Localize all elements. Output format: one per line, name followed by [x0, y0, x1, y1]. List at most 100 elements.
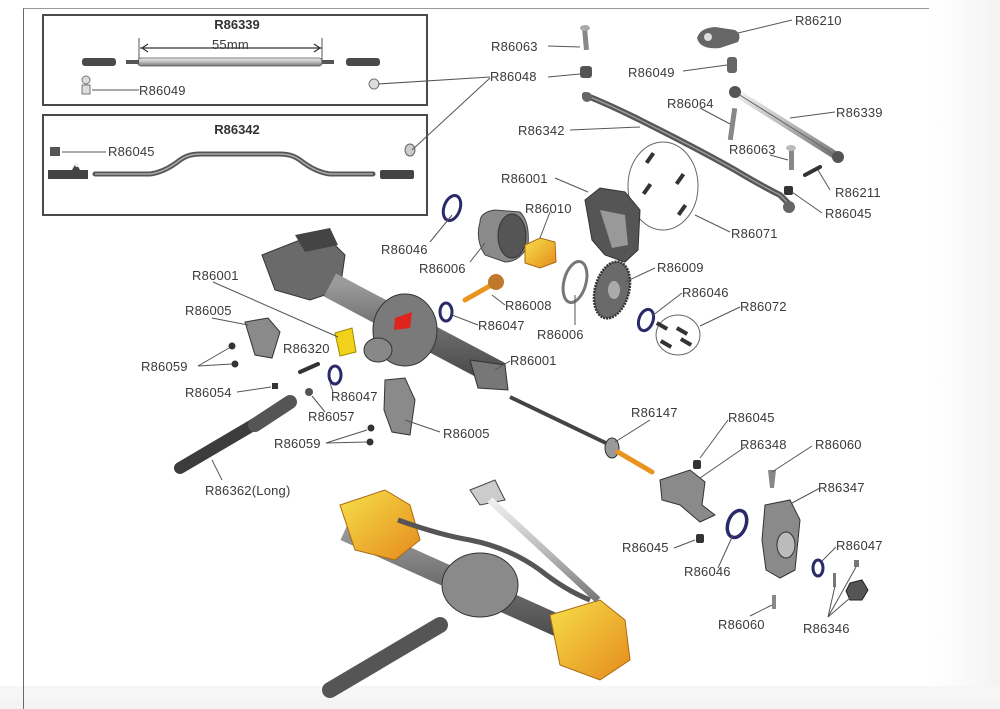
- link-mount-r86005: [244, 317, 281, 359]
- spool-r86010: [524, 237, 557, 269]
- screws-r86072: [655, 321, 693, 349]
- assembled-diff: [441, 552, 519, 618]
- screw-r86063-right: [789, 148, 794, 170]
- screw-group-r86071: [627, 141, 699, 231]
- label-r86008: R86008: [505, 298, 552, 313]
- dimension-arrow-right: [313, 43, 322, 53]
- label-r86211: R86211: [835, 185, 881, 200]
- label-r86005-left: R86005: [185, 303, 232, 318]
- bearing-r86046-bottom: [725, 508, 749, 540]
- assembled-link-rod: [397, 517, 591, 603]
- screw-group-r86072: [655, 314, 701, 356]
- ball-stud-left-top: [81, 75, 91, 85]
- rod-end-right: [346, 58, 380, 66]
- label-r86064: R86064: [667, 96, 714, 111]
- nut-r86045-knuckle: [693, 460, 701, 469]
- inset2-parts: [48, 143, 416, 179]
- label-r86009: R86009: [657, 260, 704, 275]
- label-r86001-right: R86001: [510, 353, 557, 368]
- label-r86339: R86339: [836, 105, 883, 120]
- label-r86347: R86347: [818, 480, 865, 495]
- label-r86210: R86210: [795, 13, 842, 28]
- bearing-r86047: [438, 301, 454, 323]
- label-r86006-ring: R86006: [537, 327, 584, 342]
- page-frame: [23, 8, 929, 709]
- leader-lines: [197, 19, 857, 618]
- label-r86059-left: R86059: [141, 359, 188, 374]
- bearing-r86046: [441, 193, 463, 223]
- label-r86048: R86048: [490, 69, 537, 84]
- ball-stud-right: [368, 78, 380, 90]
- label-r86060-bottom: R86060: [718, 617, 765, 632]
- label-r86063-right: R86063: [729, 142, 776, 157]
- inset-label-r86045: R86045: [108, 144, 155, 159]
- label-r86046-top: R86046: [381, 242, 428, 257]
- assembled-knuckle-left: [339, 489, 421, 561]
- inset-nut: [50, 147, 60, 156]
- c-hub-r86348: [659, 469, 716, 523]
- inset-title-r86339: R86339: [214, 17, 260, 32]
- rod-thread-right: [322, 60, 334, 64]
- pin-r86346: [833, 573, 836, 587]
- bushing-r86048: [580, 66, 592, 78]
- screw-r86063: [582, 27, 589, 51]
- label-r86046-right: R86046: [682, 285, 729, 300]
- label-r86054: R86054: [185, 385, 232, 400]
- inset1-parts: [81, 38, 380, 95]
- label-r86010: R86010: [525, 201, 572, 216]
- diff-parts: [438, 187, 701, 356]
- screw-r86059-b: [231, 360, 239, 368]
- label-r86059-low: R86059: [274, 436, 321, 451]
- screw-r86059-a: [228, 342, 236, 350]
- label-r86045-bottom: R86045: [622, 540, 669, 555]
- screw-r86060-bottom: [772, 595, 776, 609]
- washer-r86057: [305, 388, 313, 396]
- label-r86071: R86071: [731, 226, 778, 241]
- label-r86047-bottom: R86047: [836, 538, 883, 553]
- axle-shaft-r86147: [509, 395, 611, 447]
- bearing-r86047-bottom: [811, 558, 825, 578]
- bearing-r86047-low: [327, 364, 343, 386]
- inset-ball-stud: [404, 143, 416, 157]
- label-r86320: R86320: [283, 341, 330, 356]
- ball-stud-r86211: [803, 165, 822, 177]
- label-r86147: R86147: [631, 405, 678, 420]
- right-knuckle-parts: [509, 395, 869, 609]
- label-r86049: R86049: [628, 65, 675, 80]
- nut-r86054: [272, 383, 278, 389]
- nut-r86045: [784, 186, 793, 195]
- axle-end-r86001: [469, 359, 509, 391]
- screw-r86060-top: [768, 470, 776, 488]
- label-r86045-knuckle: R86045: [728, 410, 775, 425]
- screw-r86064: [727, 107, 738, 141]
- axle-housing: [261, 228, 509, 391]
- assembled-axle: [322, 479, 631, 698]
- dimension-arrow-left: [140, 43, 149, 53]
- nut-r86045-bottom: [696, 534, 704, 543]
- inset-box-r86342: [42, 114, 428, 216]
- inset-label-r86049: R86049: [139, 83, 186, 98]
- label-r86045-right: R86045: [825, 206, 872, 221]
- red-detail: [394, 312, 412, 330]
- assembled-steering-link: [487, 497, 601, 603]
- label-r86348: R86348: [740, 437, 787, 452]
- screw-r86059-d: [366, 438, 374, 446]
- link-mount-r86005-low: [383, 377, 416, 436]
- inset-rod-end-left: [48, 163, 88, 179]
- label-r86047-mid: R86047: [478, 318, 525, 333]
- bearing-r86046-right: [636, 307, 656, 333]
- ball-stud-r86049: [727, 57, 737, 73]
- label-r86072: R86072: [740, 299, 787, 314]
- label-r86006-left: R86006: [419, 261, 466, 276]
- screw-r86320: [298, 362, 320, 374]
- page-bottom-edge: [0, 686, 1000, 700]
- ball-stud-left-base: [81, 84, 91, 95]
- steering-arm-r86210: [697, 27, 740, 49]
- turnbuckle-rod: [137, 57, 323, 67]
- assembled-knuckle-right: [549, 599, 631, 681]
- label-r86063-top: R86063: [491, 39, 538, 54]
- label-r86001-left: R86001: [192, 268, 239, 283]
- label-r86346: R86346: [803, 621, 850, 636]
- inset-title-r86342: R86342: [214, 122, 260, 137]
